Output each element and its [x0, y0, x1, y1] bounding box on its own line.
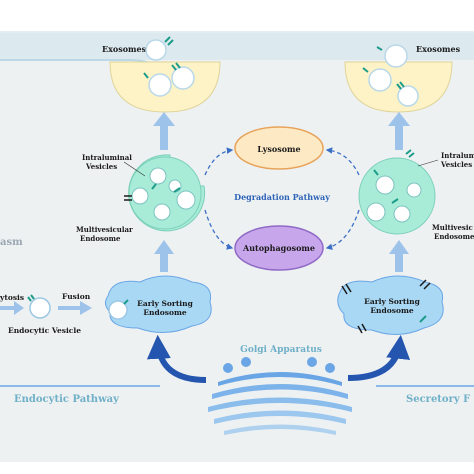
early-sorting-endosome-right	[337, 275, 444, 335]
mve-label-left-1: Multivesicular	[76, 225, 133, 234]
arrow-mve-to-exosome-left	[153, 112, 175, 150]
receptor-mark	[419, 315, 427, 323]
arrow-endosome-to-mve-left	[154, 240, 174, 272]
dashed-arrow-mve-to-lysosome-left	[204, 147, 234, 176]
autophagosome	[234, 225, 324, 271]
exosome-vesicle	[396, 81, 419, 107]
multivesicular-endosome-right	[358, 149, 436, 235]
autophagosome-label: Autophagosome	[242, 243, 315, 253]
receptor-mark	[419, 279, 427, 287]
intraluminal-label-left-1: Intraluminal	[82, 153, 132, 162]
receptor-mark	[341, 285, 348, 295]
exosome-vesicle	[145, 36, 174, 61]
arrow-endosome-to-mve-right	[389, 240, 409, 272]
exosome-vesicle	[362, 67, 392, 92]
early-sorting-left-2: Endosome	[143, 308, 187, 317]
receptor-mark	[423, 282, 431, 290]
lysosome	[234, 126, 324, 170]
golgi-label: Golgi Apparatus	[240, 345, 322, 355]
endocytic-vesicle-label: Endocytic Vesicle	[8, 326, 81, 335]
mve-label-right-2: Endosome	[434, 232, 474, 241]
multivesicular-endosome-left	[124, 154, 206, 232]
receptor-mark	[357, 325, 363, 334]
secretory-pathway-label: Secretory F	[406, 394, 470, 405]
dashed-arrow-mve-to-autophagosome-left	[204, 209, 234, 250]
fusion-label: Fusion	[62, 292, 91, 301]
mve-label-right-1: Multivesic	[432, 223, 473, 232]
receptor-mark	[361, 323, 367, 332]
early-sorting-left-1: Early Sorting	[137, 299, 193, 308]
intraluminal-label-right-1: Intralumin	[441, 151, 474, 160]
leader-line	[123, 161, 146, 177]
cytoplasm-label-fragment: asm	[0, 237, 23, 248]
receptor-mark	[345, 283, 352, 293]
lysosome-label: Lysosome	[257, 144, 300, 154]
arrow-fusion	[58, 301, 92, 315]
intraluminal-label-right-2: Vesicles	[440, 160, 472, 169]
endocytic-vesicle	[27, 294, 51, 319]
outer-membrane-band	[0, 32, 474, 60]
exosomes-label-right: Exosomes	[416, 44, 461, 54]
leader-line	[417, 159, 439, 167]
curved-arrow-golgi-to-endosome-right	[347, 334, 411, 381]
early-sorting-right-2: Endosome	[370, 306, 414, 315]
arrow-endocytosis	[0, 301, 24, 315]
degradation-pathway-label: Degradation Pathway	[234, 192, 330, 202]
early-sorting-right-1: Early Sorting	[364, 297, 420, 306]
curved-arrow-golgi-to-endosome-left	[146, 334, 207, 383]
golgi-apparatus	[208, 357, 352, 435]
intraluminal-label-left-2: Vesicles	[85, 162, 117, 171]
exosome-vesicle	[143, 72, 172, 97]
dashed-arrow-mve-to-autophagosome-right	[325, 209, 360, 250]
exosome-vesicle	[171, 62, 195, 90]
exosome-vesicle	[376, 44, 408, 68]
mve-label-left-2: Endosome	[80, 234, 121, 243]
vesicle-bud	[108, 299, 129, 320]
dashed-arrow-mve-to-lysosome-right	[325, 147, 360, 176]
endocytic-pathway-label: Endocytic Pathway	[14, 394, 120, 405]
exosomes-label-left: Exosomes	[102, 44, 147, 54]
endocytosis-label-fragment: ytosis	[0, 293, 24, 302]
arrow-mve-to-exosome-right	[388, 112, 410, 150]
